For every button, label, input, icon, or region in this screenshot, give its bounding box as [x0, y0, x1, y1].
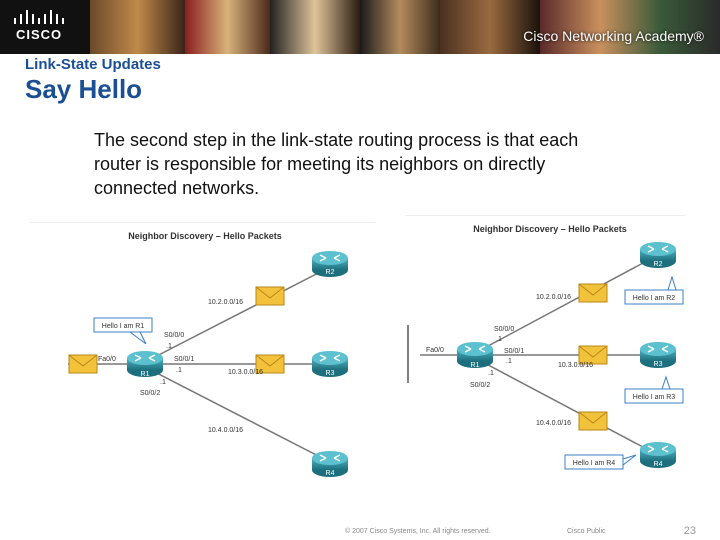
banner-photo [360, 0, 440, 54]
interface-label: S0/0/1 [174, 356, 194, 363]
network-label: 10.2.0.0/16 [208, 299, 243, 306]
network-label: 10.4.0.0/16 [208, 427, 243, 434]
interface-label: S0/0/2 [470, 382, 490, 389]
hello-callout [93, 317, 153, 333]
banner-photo [185, 0, 270, 54]
cisco-logo-icon [14, 10, 64, 24]
slide-subtitle: Link-State Updates [25, 56, 161, 73]
interface-label: .1 [488, 370, 494, 377]
router-label: R1 [471, 362, 480, 369]
interface-label: .1 [176, 367, 182, 374]
diagram-heading: Neighbor Discovery – Hello Packets [128, 231, 282, 241]
interface-label: .1 [166, 343, 172, 350]
network-label: 10.4.0.0/16 [536, 420, 571, 427]
interface-label: S0/0/2 [140, 390, 160, 397]
interface-label: .1 [506, 358, 512, 365]
banner-photo [440, 0, 540, 54]
router-label: R4 [326, 470, 335, 477]
interface-label: Fa0/0 [98, 356, 116, 363]
router-label: R2 [326, 269, 335, 276]
hello-callout-text: Hello I am R3 [633, 394, 676, 401]
interface-label: S0/0/1 [504, 348, 524, 355]
hello-callout [624, 388, 684, 404]
banner-photo [90, 0, 185, 54]
hello-diagram-right: Neighbor Discovery – Hello Packets R1 R2… [405, 215, 685, 470]
banner-photo [540, 0, 720, 54]
router-label: R3 [654, 361, 663, 368]
diagram-heading: Neighbor Discovery – Hello Packets [473, 224, 627, 234]
hello-callout-text: Hello I am R1 [102, 323, 145, 330]
hello-packet-icon [578, 411, 608, 431]
router-label: R4 [654, 461, 663, 468]
router-label: R3 [326, 370, 335, 377]
router-label: R2 [654, 261, 663, 268]
interface-label: .1 [160, 379, 166, 386]
hello-callout-text: Hello I am R4 [573, 460, 616, 467]
copyright-text: © 2007 Cisco Systems, Inc. All rights re… [345, 528, 491, 535]
hello-diagram-left: Neighbor Discovery – Hello Packets R1 R2… [30, 222, 375, 478]
classification-text: Cisco Public [567, 528, 606, 535]
network-label: 10.3.0.0/16 [228, 369, 263, 376]
academy-title: Cisco Networking Academy® [523, 28, 704, 44]
router-label: R1 [141, 371, 150, 378]
interface-label: S0/0/0 [164, 332, 184, 339]
hello-packet-icon [68, 354, 98, 374]
hello-packet-icon [578, 283, 608, 303]
hello-callout-text: Hello I am R2 [633, 295, 676, 302]
hello-callout [624, 289, 684, 305]
hello-packet-icon [255, 286, 285, 306]
network-label: 10.3.0.0/16 [558, 362, 593, 369]
network-label: 10.2.0.0/16 [536, 294, 571, 301]
slide-title: Say Hello [25, 74, 143, 104]
header-banner: CISCO Cisco Networking Academy® [0, 0, 720, 54]
page-number: 23 [683, 525, 696, 537]
banner-photo [270, 0, 360, 54]
cisco-wordmark: CISCO [16, 27, 63, 42]
interface-label: .1 [496, 336, 502, 343]
interface-label: Fa0/0 [426, 347, 444, 354]
interface-label: S0/0/0 [494, 326, 514, 333]
slide-body-text: The second step in the link-state routin… [94, 130, 579, 198]
